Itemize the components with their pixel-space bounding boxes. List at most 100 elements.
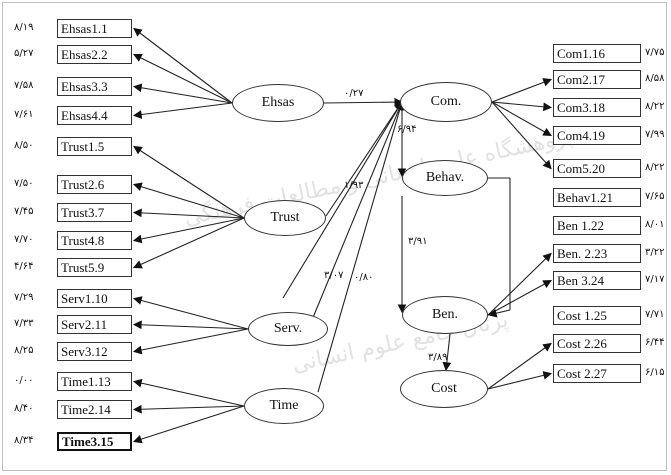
loading-arrow [132, 296, 249, 330]
indicator-box: Com1.16 [553, 44, 641, 63]
indicator-box: Time2.14 [57, 400, 132, 419]
indicator-box: Trust3.7 [57, 203, 132, 222]
loading-arrow [132, 378, 245, 407]
loading-arrow [487, 342, 552, 390]
indicator-box: Ehsas2.2 [57, 45, 132, 64]
indicator-reliability: ۰/۰۰ [14, 375, 34, 386]
indicator-reliability: ۷/۱۷ [645, 274, 665, 285]
loading-arrow [132, 404, 245, 414]
loading-arrow [491, 78, 553, 103]
indicator-box: Trust4.8 [57, 231, 132, 250]
indicator-reliability: ۸/۴۰ [14, 403, 34, 414]
indicator-reliability: ۷/۵۰ [14, 178, 34, 189]
indicator-reliability: ۸/۲۲ [645, 162, 665, 173]
indicator-reliability: ۷/۷۵ [645, 47, 665, 58]
latent-ehsas: Ehsas [232, 84, 324, 122]
indicator-reliability: ۵/۲۷ [14, 48, 34, 59]
loading-arrow [133, 145, 245, 219]
indicator-reliability: ۷/۷۱ [645, 309, 665, 320]
diagram-frame [2, 2, 667, 471]
latent-cost: Cost [400, 370, 488, 408]
loading-arrow [491, 101, 553, 112]
path-extra-com [282, 101, 403, 299]
indicator-reliability: ۸/۲۵ [14, 345, 34, 356]
path-label-behav-ben: ۳/۹۱ [408, 236, 428, 247]
path-serv-com [311, 100, 404, 321]
indicator-reliability: ۳/۲۲ [645, 247, 665, 258]
indicator-reliability: ۷/۷۰ [14, 234, 34, 245]
loading-arrow [487, 279, 552, 316]
indicator-box: Com5.20 [553, 159, 641, 178]
path-label-ehsas-com: ۰/۲۷ [344, 88, 364, 99]
indicator-reliability: ۸/۵۰ [14, 140, 34, 151]
indicator-reliability: ۶/۴۴ [645, 337, 665, 348]
indicator-reliability: ۷/۴۵ [14, 206, 34, 217]
loading-arrow [491, 101, 552, 170]
indicator-box: Ehsas1.1 [57, 19, 132, 38]
indicator-box: Com2.17 [553, 70, 641, 89]
latent-ben: Ben. [402, 296, 488, 334]
path-label-trust-com: ۱/۹۳ [344, 180, 364, 191]
path-label-time-com: ۰/۸۰ [354, 272, 374, 283]
latent-time: Time [244, 388, 324, 424]
path-behav-ben-side [487, 308, 511, 318]
indicator-reliability: ۷/۳۳ [14, 318, 34, 329]
indicator-box: Com4.19 [553, 126, 641, 145]
loading-arrow [132, 102, 233, 119]
indicator-box: Com3.18 [553, 98, 641, 117]
loading-arrow [132, 320, 249, 330]
indicator-box: Ehsas3.3 [57, 77, 132, 96]
latent-trust: Trust [244, 200, 326, 236]
loading-arrow [487, 371, 553, 390]
indicator-box: Ben 3.24 [553, 271, 641, 290]
loading-arrow [132, 405, 245, 444]
indicator-reliability: ۷/۹۹ [645, 129, 665, 140]
indicator-box: Trust5.9 [57, 258, 132, 277]
indicator-box: Serv1.10 [57, 289, 132, 308]
indicator-reliability: ۸/۳۴ [14, 435, 34, 446]
indicator-box: Serv2.11 [57, 315, 132, 334]
indicator-box: Serv3.12 [57, 342, 132, 361]
path-label-com-behav: ۶/۹۴ [397, 124, 417, 135]
latent-com: Com. [400, 82, 492, 122]
path-trust-com [325, 101, 403, 217]
indicator-box: Time1.13 [57, 372, 132, 391]
path-label-ben-cost: ۳/۸۹ [428, 352, 448, 363]
indicator-box: Trust1.5 [57, 137, 132, 156]
path-ben-cost [442, 333, 452, 372]
indicator-reliability: ۶/۱۵ [645, 367, 665, 378]
indicator-box: Behav1.21 [553, 188, 641, 207]
loading-arrow [133, 53, 233, 104]
path-ehsas-com [323, 97, 404, 107]
indicator-reliability: ۴/۶۴ [14, 261, 34, 272]
loading-arrow [132, 328, 249, 355]
loading-arrow [133, 27, 233, 104]
indicator-box: Cost 2.27 [553, 364, 641, 383]
indicator-reliability: ۷/۵۸ [14, 80, 34, 91]
indicator-reliability: ۷/۲۹ [14, 292, 34, 303]
indicator-box: Cost 2.26 [553, 334, 641, 353]
indicator-reliability: ۸/۲۲ [645, 101, 665, 112]
indicator-reliability: ۸/۰۱ [645, 219, 665, 230]
indicator-box: Cost 1.25 [553, 306, 641, 325]
indicator-reliability: ۷/۶۱ [14, 109, 34, 120]
indicator-box: Ben 1.22 [553, 216, 641, 235]
indicator-box: Trust2.6 [57, 175, 132, 194]
indicator-reliability: ۷/۶۵ [645, 191, 665, 202]
latent-serv: Serv. [248, 312, 328, 346]
loading-arrow [487, 252, 552, 316]
loading-arrow [132, 217, 245, 269]
loading-arrow [491, 101, 552, 137]
loading-arrow [132, 83, 233, 104]
path-time-com [317, 100, 405, 393]
indicator-box: Ehsas4.4 [57, 106, 132, 125]
loading-arrow [132, 182, 245, 219]
loading-arrow [132, 217, 245, 244]
indicator-reliability: ۸/۱۹ [14, 22, 34, 33]
latent-behav: Behav. [402, 160, 488, 196]
indicator-box: Ben. 2.23 [553, 244, 641, 263]
indicator-reliability: ۸/۵۸ [645, 73, 665, 84]
loading-arrow [132, 208, 245, 219]
